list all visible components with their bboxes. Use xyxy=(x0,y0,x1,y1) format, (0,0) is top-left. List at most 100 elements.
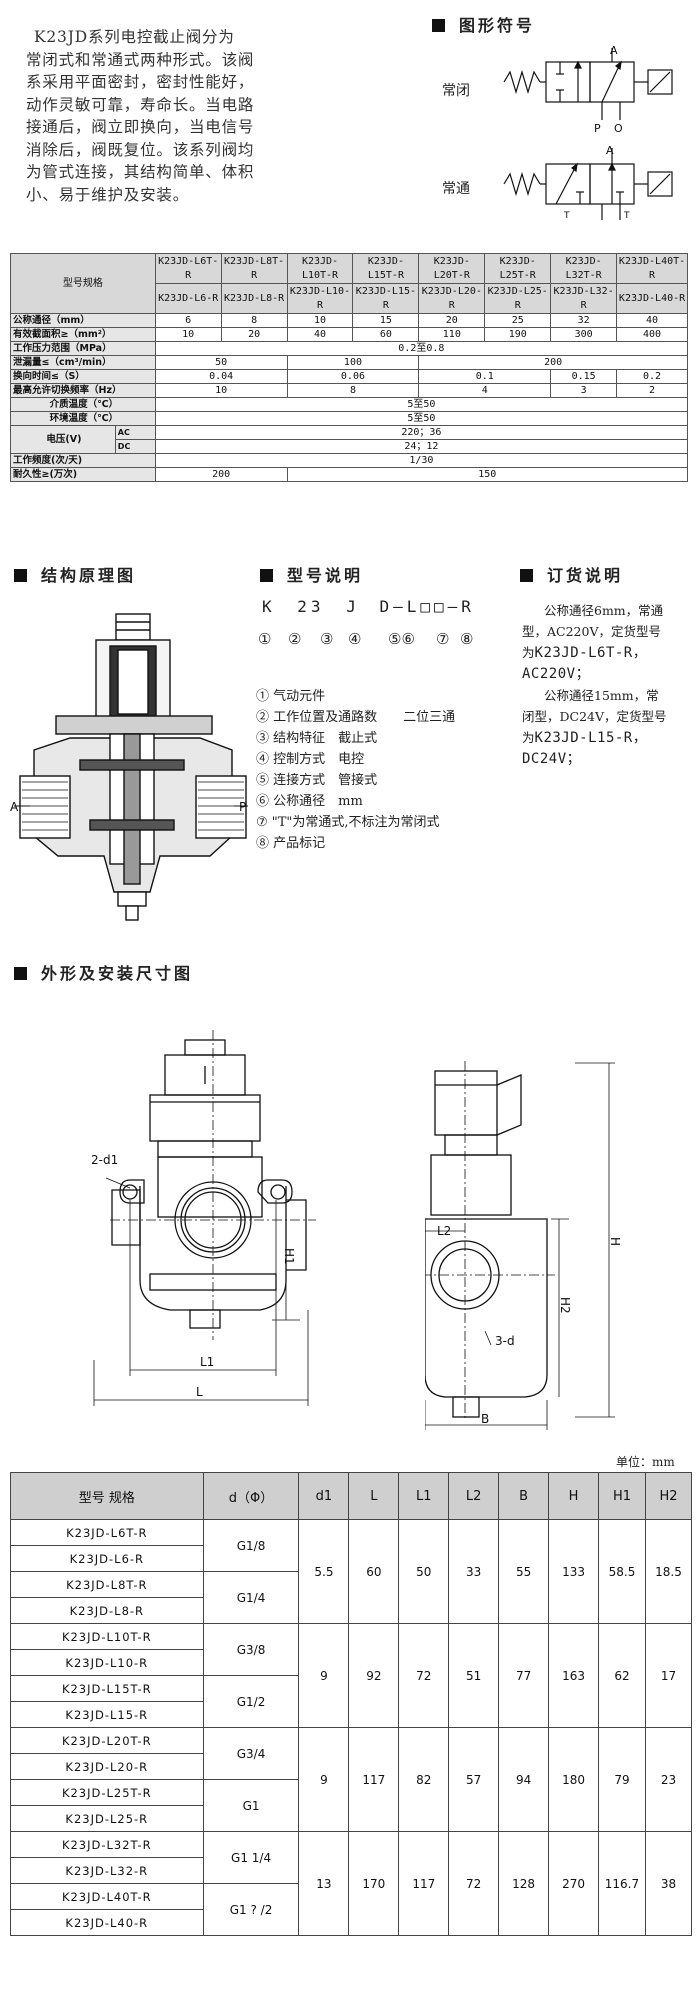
square-bullet-icon xyxy=(260,569,273,582)
order-code: K23JD-L15-R， xyxy=(534,730,648,746)
connector-side xyxy=(496,1074,522,1136)
structure-p-label: P xyxy=(239,800,246,814)
spec-model-t: K23JD-L10T-R xyxy=(286,253,354,284)
order-line: 型，AC220V，定货型号 xyxy=(522,624,661,639)
thread-cell: G1 xyxy=(202,1779,300,1832)
dim-l-label: L xyxy=(196,1385,203,1399)
intro-line: 消除后，阀既复位。该系列阀均 xyxy=(26,140,255,159)
dim-cell: 79 xyxy=(597,1727,646,1832)
structure-title: 结构原理图 xyxy=(41,566,137,585)
dim-cell: 116.7 xyxy=(597,1831,646,1936)
order-line: 闭型，DC24V，定货型号 xyxy=(522,709,667,724)
model-cell: K23JD-L25-R xyxy=(10,1805,204,1832)
spec-model-t: K23JD-L8T-R xyxy=(220,253,288,284)
normally-closed-label: 常闭 xyxy=(442,83,470,99)
spec-model-r: K23JD-L32-R xyxy=(550,283,618,314)
spec-model-r: K23JD-L10-R xyxy=(286,283,354,314)
normally-open-label: 常通 xyxy=(442,181,470,197)
symbols-heading: 图形符号 xyxy=(432,12,535,36)
model-cell: K23JD-L25T-R xyxy=(10,1779,204,1806)
model-code-part: D xyxy=(379,597,394,616)
spec-medium-label: 介质温度（℃） xyxy=(10,397,156,412)
spec-cell: 20 xyxy=(220,327,288,342)
spec-model-t: K23JD-L25T-R xyxy=(484,253,552,284)
dim-cell: 128 xyxy=(498,1831,550,1936)
model-code-part: —R xyxy=(447,597,475,616)
dim-cell: 92 xyxy=(348,1623,400,1728)
dim-cell: 62 xyxy=(597,1623,646,1728)
coil-side xyxy=(434,1070,498,1136)
spec-cell: 40 xyxy=(286,327,354,342)
dim-cell: 51 xyxy=(448,1623,500,1728)
model-cell: K23JD-L40T-R xyxy=(10,1883,204,1910)
thread-cell: G1/4 xyxy=(202,1571,300,1624)
order-code: AC220V； xyxy=(522,666,591,682)
spec-cell: 400 xyxy=(616,327,688,342)
spec-nominal-label: 公称通径（mm） xyxy=(10,313,156,328)
valve-box-left xyxy=(545,163,591,205)
dim-cell: 180 xyxy=(548,1727,599,1832)
spec-model-t: K23JD-L20T-R xyxy=(418,253,486,284)
spec-dur-label: 耐久性≥(万次) xyxy=(10,467,156,482)
dim-cell: 170 xyxy=(348,1831,400,1936)
valve-box-left xyxy=(545,61,591,103)
thread-cell: G3/8 xyxy=(202,1623,300,1676)
dim-cell: 33 xyxy=(448,1519,500,1624)
model-code-num: ⑤⑥ xyxy=(388,630,415,648)
spec-model-r: K23JD-L8-R xyxy=(220,283,288,314)
dim-2d1-label: 2-d1 xyxy=(91,1153,118,1167)
spec-pressure-label: 工作压力范围（MPa） xyxy=(10,341,156,356)
order-title: 订货说明 xyxy=(547,566,624,585)
intro-line: K23JD系列电控截止阀分为 xyxy=(34,28,235,46)
dim-cell: 13 xyxy=(298,1831,350,1936)
dim-h2-label: H2 xyxy=(558,1297,572,1314)
side-view-drawing: L2 3-d B H H2 xyxy=(425,1061,620,1430)
spec-cell: 15 xyxy=(352,313,420,328)
thread-cell: G1 1/4 xyxy=(202,1831,300,1884)
model-code-num: ⑦ xyxy=(436,630,450,648)
model-code-part: J xyxy=(346,597,360,616)
order-prefix: 为 xyxy=(522,645,535,660)
dim-b-label: B xyxy=(481,1412,489,1426)
model-cell: K23JD-L8-R xyxy=(10,1597,204,1624)
spec-cell: 0.15 xyxy=(550,369,618,384)
spec-cell: 10 xyxy=(154,383,288,398)
col-header: H2 xyxy=(644,1472,693,1520)
spec-cell: 0.2至0.8 xyxy=(154,341,689,356)
spec-voltage-label: 电压(V) xyxy=(10,425,116,454)
spec-model-t: K23JD-L15T-R xyxy=(352,253,420,284)
dim-cell: 17 xyxy=(644,1623,693,1728)
model-code-part: K xyxy=(262,597,276,616)
dim-cell: 9 xyxy=(298,1623,350,1728)
order-heading: 订货说明 xyxy=(520,562,623,586)
spec-cell: 100 xyxy=(286,355,420,370)
order-line: 为K23JD-L15-R， xyxy=(522,727,694,749)
port-p-label: P xyxy=(594,122,601,134)
model-heading: 型号说明 xyxy=(260,562,363,586)
dim-cell: 72 xyxy=(398,1623,450,1728)
spec-header-label: 型号规格 xyxy=(10,253,156,314)
spec-cell: 220；36 xyxy=(154,425,689,440)
col-header: L xyxy=(348,1472,400,1520)
dim-cell: 117 xyxy=(398,1831,450,1936)
dim-cell: 9 xyxy=(298,1727,350,1832)
model-cell: K23JD-L6-R xyxy=(10,1545,204,1572)
spec-cell: 25 xyxy=(484,313,552,328)
model-description: ① 气动元件 ② 工作位置及通路数 二位三通 ③ 结构特征 截止式 ④ 控制方式… xyxy=(256,686,516,854)
spec-switch-label: 换向时间≤（S） xyxy=(10,369,156,384)
intro-line: 接通后，阀立即换向，当电信号 xyxy=(26,118,255,136)
model-cell: K23JD-L8T-R xyxy=(10,1571,204,1598)
dim-cell: 58.5 xyxy=(597,1519,646,1624)
spec-model-r: K23JD-L15-R xyxy=(352,283,420,314)
spec-dc-label: DC xyxy=(114,439,156,454)
dim-cell: 82 xyxy=(398,1727,450,1832)
model-cell: K23JD-L10-R xyxy=(10,1649,204,1676)
spec-cell: 50 xyxy=(154,355,288,370)
structure-diagram: A P xyxy=(10,613,248,921)
spec-cell: 3 xyxy=(550,383,618,398)
model-title: 型号说明 xyxy=(287,566,364,585)
dim-cell: 163 xyxy=(548,1623,599,1728)
spec-cell: 2 xyxy=(616,383,688,398)
dim-cell: 270 xyxy=(548,1831,599,1936)
